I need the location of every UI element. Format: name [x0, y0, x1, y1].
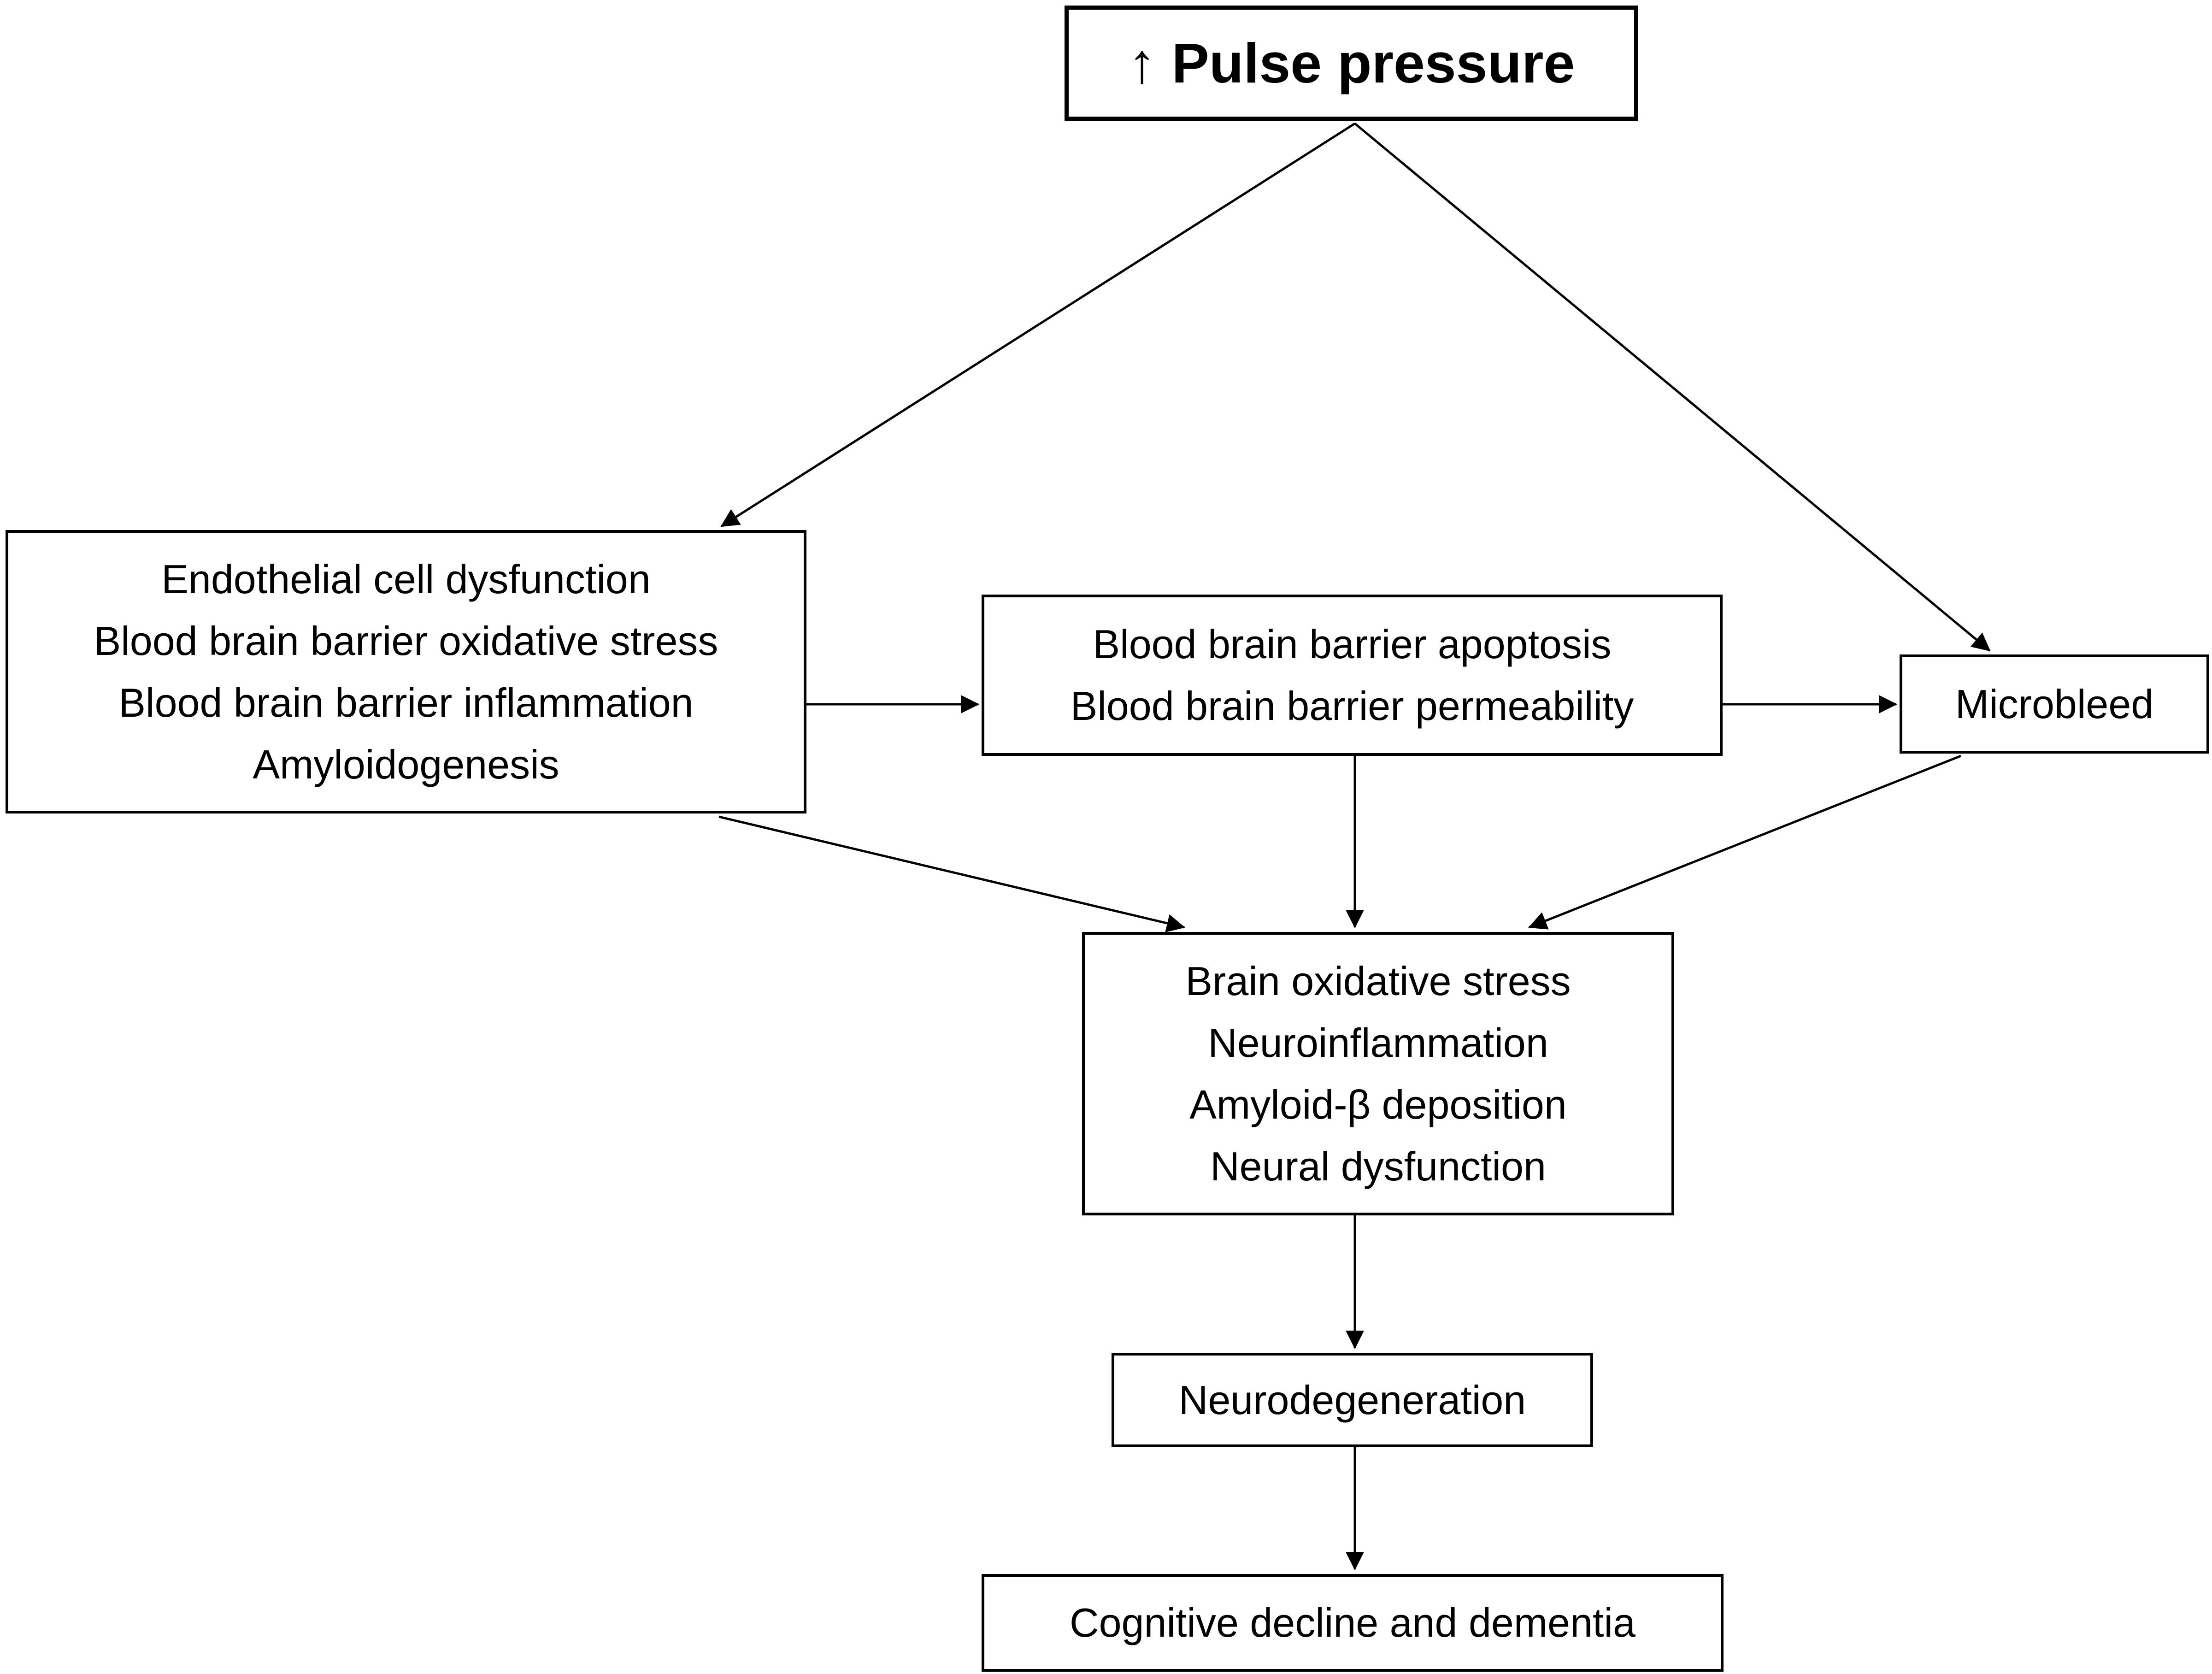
- brain-stress-line-2: Neuroinflammation: [1208, 1020, 1548, 1066]
- brain-stress-line-3: Amyloid-β deposition: [1189, 1081, 1567, 1127]
- arrow-pulse-pressure-to-endothelial: [720, 122, 1356, 528]
- pulse-pressure-box: ↑ Pulse pressure: [1065, 6, 1638, 121]
- bbb-line-2: Blood brain barrier permeability: [1070, 683, 1634, 729]
- endothelial-line-4: Amyloidogenesis: [253, 741, 559, 787]
- bbb-apoptosis-permeability-box: Blood brain barrier apoptosis Blood brai…: [982, 595, 1723, 756]
- bbb-line-1: Blood brain barrier apoptosis: [1093, 621, 1612, 667]
- arrow-endothelial-to-brain-stress: [718, 815, 1185, 932]
- endothelial-dysfunction-box: Endothelial cell dysfunction Blood brain…: [6, 530, 806, 813]
- microbleed-label: Microbleed: [1955, 681, 2154, 727]
- pulse-pressure-label: ↑ Pulse pressure: [1128, 32, 1575, 94]
- microbleed-box: Microbleed: [1900, 654, 2209, 754]
- neurodegeneration-label: Neurodegeneration: [1178, 1377, 1526, 1423]
- brain-oxidative-stress-box: Brain oxidative stress Neuroinflammation…: [1082, 932, 1674, 1215]
- brain-stress-line-1: Brain oxidative stress: [1185, 958, 1571, 1004]
- neurodegeneration-box: Neurodegeneration: [1112, 1353, 1593, 1447]
- cognitive-decline-label: Cognitive decline and dementia: [1070, 1600, 1635, 1645]
- brain-stress-line-4: Neural dysfunction: [1210, 1143, 1546, 1189]
- endothelial-line-2: Blood brain barrier oxidative stress: [94, 618, 718, 664]
- cognitive-decline-box: Cognitive decline and dementia: [982, 1574, 1724, 1672]
- arrow-microbleed-to-brain-stress: [1528, 754, 1961, 930]
- endothelial-line-3: Blood brain barrier inflammation: [118, 679, 694, 725]
- arrow-pulse-pressure-to-microbleed: [1354, 123, 1991, 652]
- endothelial-line-1: Endothelial cell dysfunction: [161, 556, 651, 602]
